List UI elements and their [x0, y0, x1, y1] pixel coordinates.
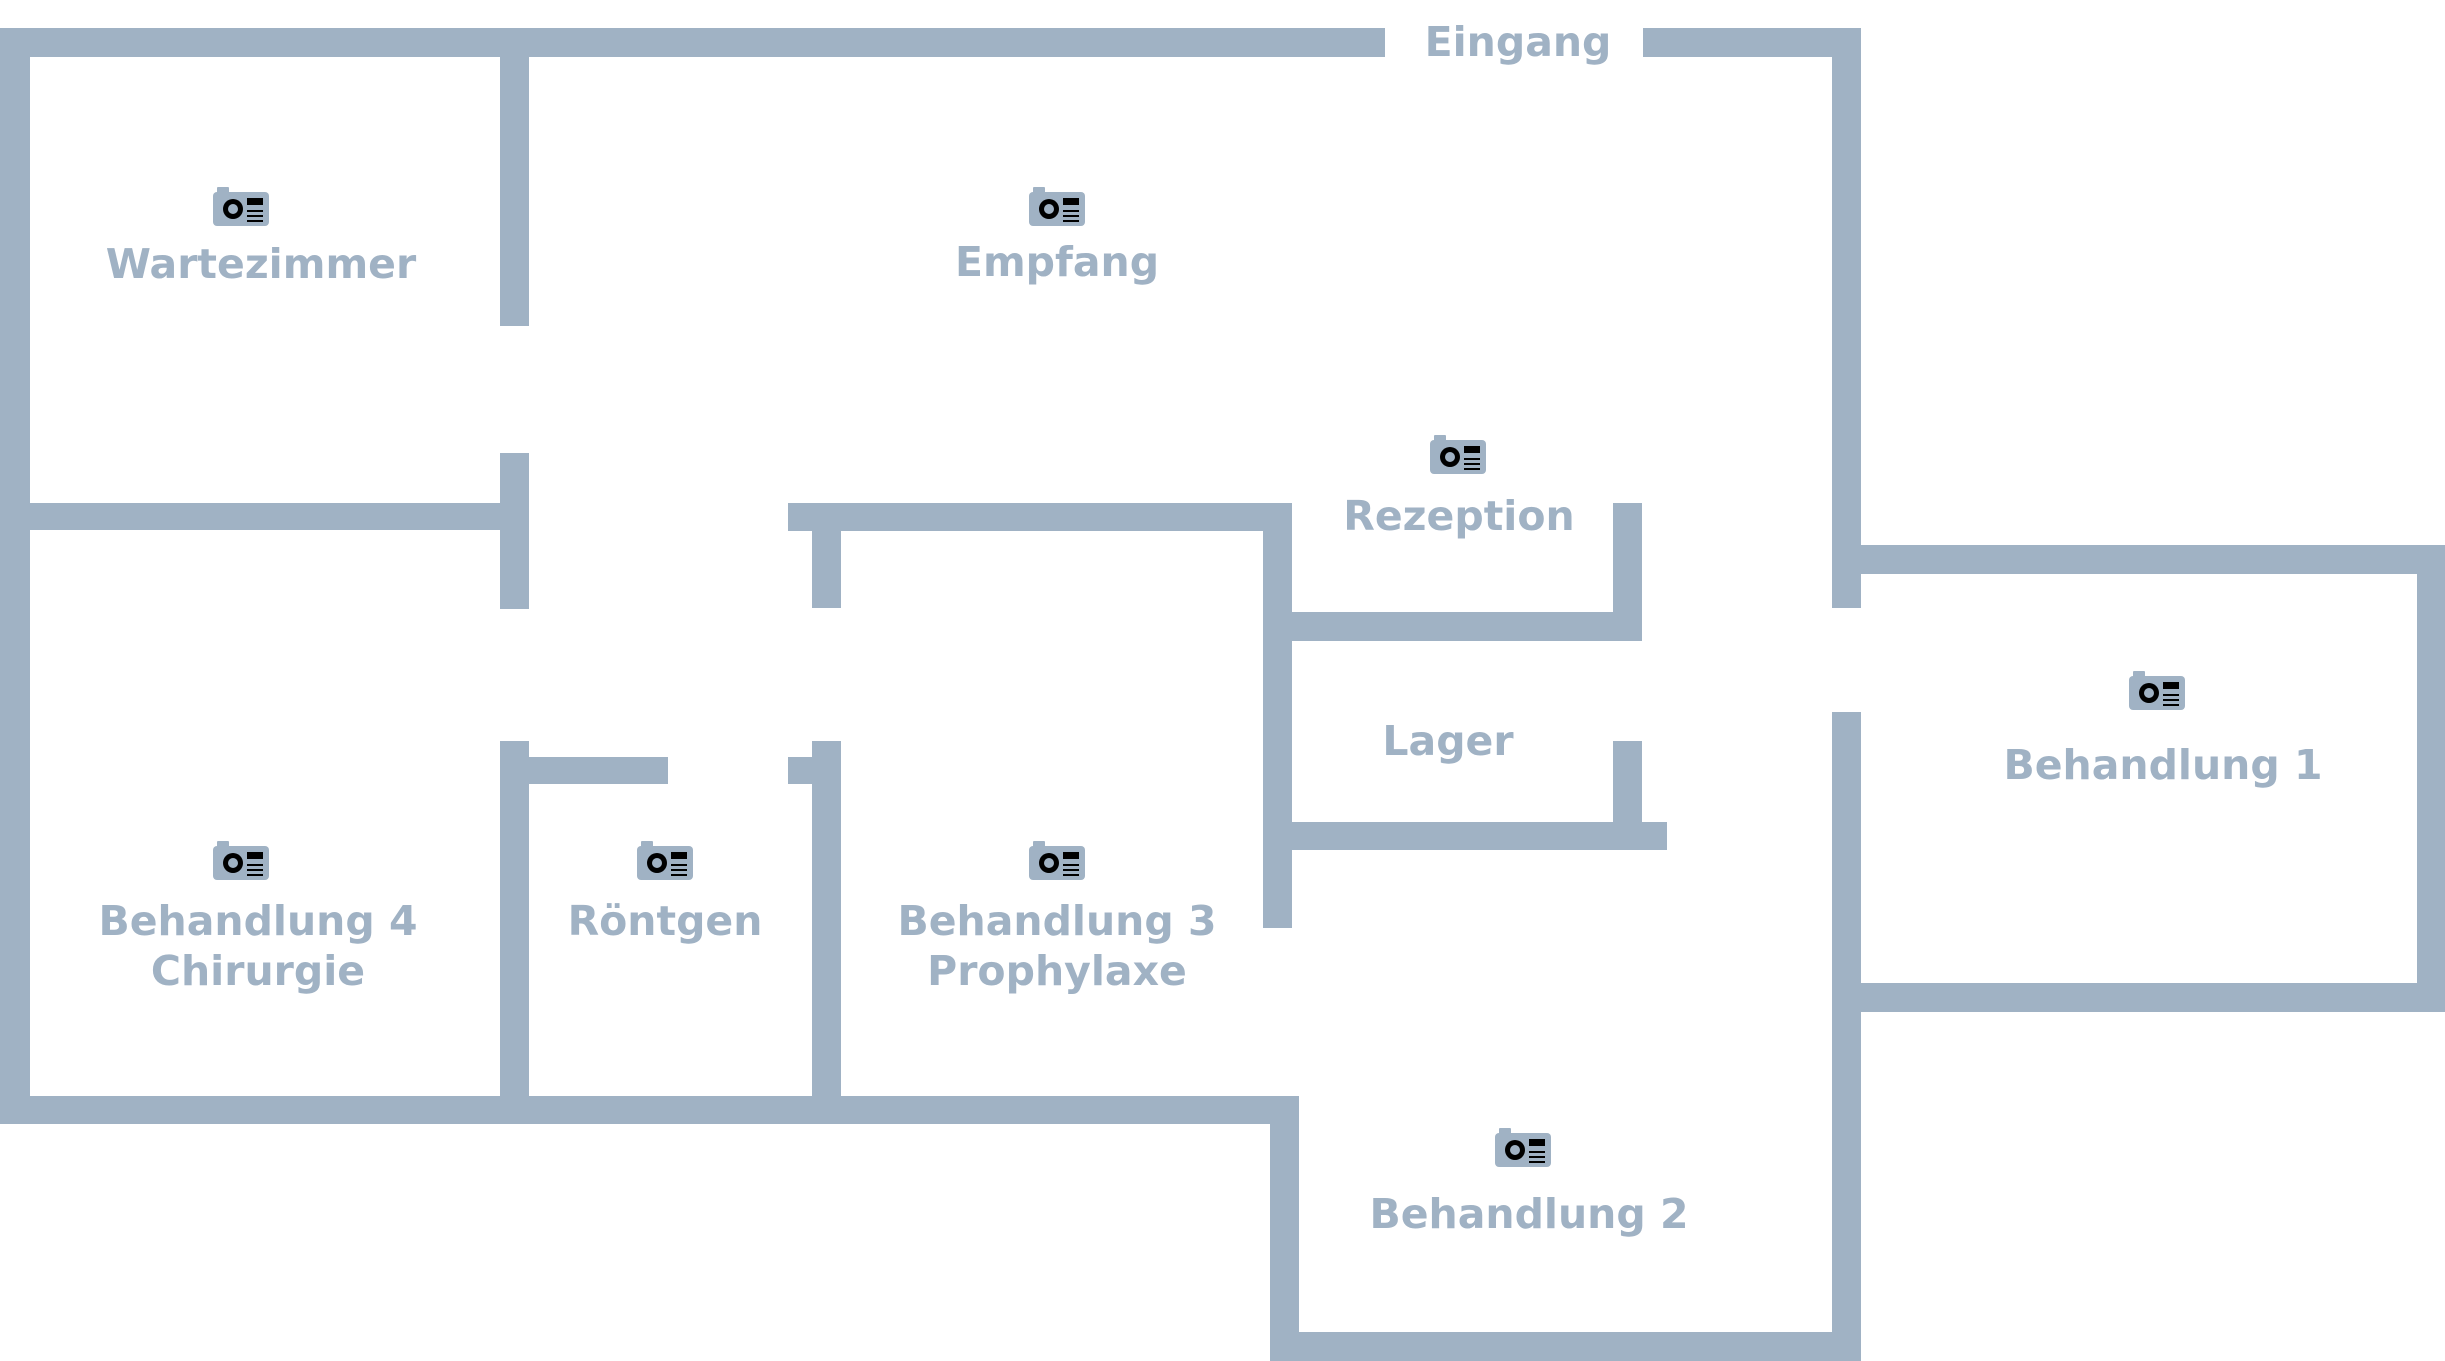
wall — [0, 28, 30, 1123]
wall — [500, 757, 668, 784]
camera-icon[interactable] — [637, 841, 693, 880]
room-lager[interactable]: Lager — [1382, 717, 1514, 765]
room-behandlung-4[interactable]: Behandlung 4 Chirurgie — [98, 841, 418, 995]
wall — [1832, 545, 2445, 574]
camera-icon[interactable] — [1495, 1128, 1551, 1167]
wall — [0, 1096, 1298, 1124]
wall — [1832, 28, 1861, 608]
room-label: Empfang — [955, 238, 1159, 286]
room-label: Prophylaxe — [927, 947, 1187, 995]
room-label: Rezeption — [1343, 492, 1574, 540]
room-label: Röntgen — [568, 897, 763, 945]
wall — [1832, 712, 1861, 1361]
wall — [1263, 612, 1642, 641]
room-label: Behandlung 2 — [1369, 1190, 1688, 1238]
wall — [500, 28, 529, 326]
room-label: Behandlung 1 — [2003, 741, 2322, 789]
camera-icon[interactable] — [1029, 841, 1085, 880]
wall — [1613, 741, 1642, 850]
room-behandlung-3[interactable]: Behandlung 3 Prophylaxe — [897, 841, 1217, 995]
wall — [1270, 1332, 1861, 1361]
room-label: Behandlung 4 — [98, 897, 417, 945]
wall — [812, 741, 841, 1121]
room-behandlung-2[interactable]: Behandlung 2 — [1369, 1128, 1689, 1238]
camera-icon[interactable] — [1029, 187, 1085, 226]
wall — [500, 453, 529, 609]
room-behandlung-1[interactable]: Behandlung 1 — [2003, 671, 2323, 789]
wall — [1263, 503, 1292, 928]
room-roentgen[interactable]: Röntgen — [568, 841, 763, 945]
camera-icon[interactable] — [1430, 435, 1486, 474]
camera-icon[interactable] — [213, 187, 269, 226]
wall — [1643, 28, 1861, 57]
room-empfang[interactable]: Empfang — [955, 187, 1159, 286]
wall — [0, 503, 529, 530]
wall — [788, 503, 1291, 531]
room-label: Chirurgie — [151, 947, 365, 995]
room-label: Lager — [1382, 717, 1514, 765]
wall — [812, 503, 841, 608]
room-wartezimmer[interactable]: Wartezimmer — [106, 187, 417, 288]
wall — [1832, 983, 2445, 1012]
wall — [0, 28, 1385, 57]
wall — [1263, 822, 1667, 850]
room-label: Wartezimmer — [106, 240, 417, 288]
wall — [2417, 545, 2445, 989]
camera-icon[interactable] — [213, 841, 269, 880]
wall — [500, 741, 529, 1121]
room-rezeption[interactable]: Rezeption — [1343, 435, 1575, 540]
entrance-label: Eingang — [1425, 18, 1612, 66]
wall — [1613, 503, 1642, 641]
room-label: Behandlung 3 — [897, 897, 1216, 945]
wall — [1270, 1096, 1299, 1361]
walls — [0, 28, 2445, 1361]
camera-icon[interactable] — [2129, 671, 2185, 710]
